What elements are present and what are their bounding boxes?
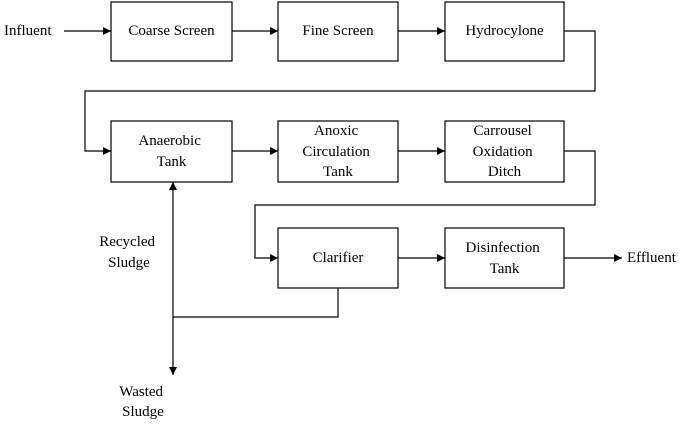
node-anaerobic-tank: Anaerobic Tank <box>110 120 233 183</box>
edge-carrousel-clarifier <box>254 150 596 262</box>
terminal-wasted-sludge-line-2: Sludge <box>122 404 164 420</box>
node-disinfection-tank-line-2: Tank <box>490 261 520 277</box>
node-carrousel-ditch-label: Carrousel Oxidation Ditch <box>473 123 537 180</box>
node-hydrocylone-label: Hydrocylone <box>465 23 544 39</box>
node-clarifier-label: Clarifier <box>313 250 364 266</box>
terminal-wasted-sludge-line-1: Wasted <box>119 384 163 400</box>
node-clarifier: Clarifier <box>277 227 399 289</box>
node-disinfection-tank: Disinfection Tank <box>444 227 565 289</box>
edge-clarifier-sludge-line <box>173 288 339 318</box>
node-anaerobic-tank-line-2: Tank <box>157 154 187 170</box>
node-carrousel-ditch-line-1: Carrousel <box>473 123 531 139</box>
terminal-effluent: Effluent <box>627 250 677 266</box>
node-carrousel-ditch-line-3: Ditch <box>488 164 522 180</box>
node-anoxic-circulation-tank: Anoxic Circulation Tank <box>277 120 399 183</box>
terminal-recycled-sludge: Recycled Sludge <box>99 234 159 271</box>
node-anaerobic-tank-label: Anaerobic Tank <box>138 133 204 170</box>
terminal-recycled-sludge-line-2: Sludge <box>108 255 150 271</box>
node-coarse-screen-label: Coarse Screen <box>128 23 215 39</box>
node-anoxic-tank-line-1: Anoxic <box>314 123 359 139</box>
node-disinfection-tank-label: Disinfection Tank <box>466 240 544 277</box>
node-anoxic-tank-label: Anoxic Circulation Tank <box>302 123 373 180</box>
node-disinfection-tank-line-1: Disinfection <box>466 240 541 256</box>
edge-hydro-anaerobic <box>84 30 596 155</box>
terminal-wasted-sludge: Wasted Sludge <box>119 384 167 420</box>
node-anaerobic-tank-line-1: Anaerobic <box>138 133 201 149</box>
node-hydrocylone: Hydrocylone <box>444 1 565 62</box>
node-carrousel-ditch-line-2: Oxidation <box>473 144 533 160</box>
node-coarse-screen: Coarse Screen <box>110 1 233 62</box>
node-fine-screen-label: Fine Screen <box>302 23 374 39</box>
node-anoxic-tank-line-3: Tank <box>323 164 353 180</box>
node-fine-screen: Fine Screen <box>277 1 399 62</box>
node-anoxic-tank-line-2: Circulation <box>302 144 370 160</box>
node-carrousel-oxidation-ditch: Carrousel Oxidation Ditch <box>444 120 565 183</box>
terminal-recycled-sludge-line-1: Recycled <box>99 234 155 250</box>
terminal-influent: Influent <box>4 23 52 39</box>
